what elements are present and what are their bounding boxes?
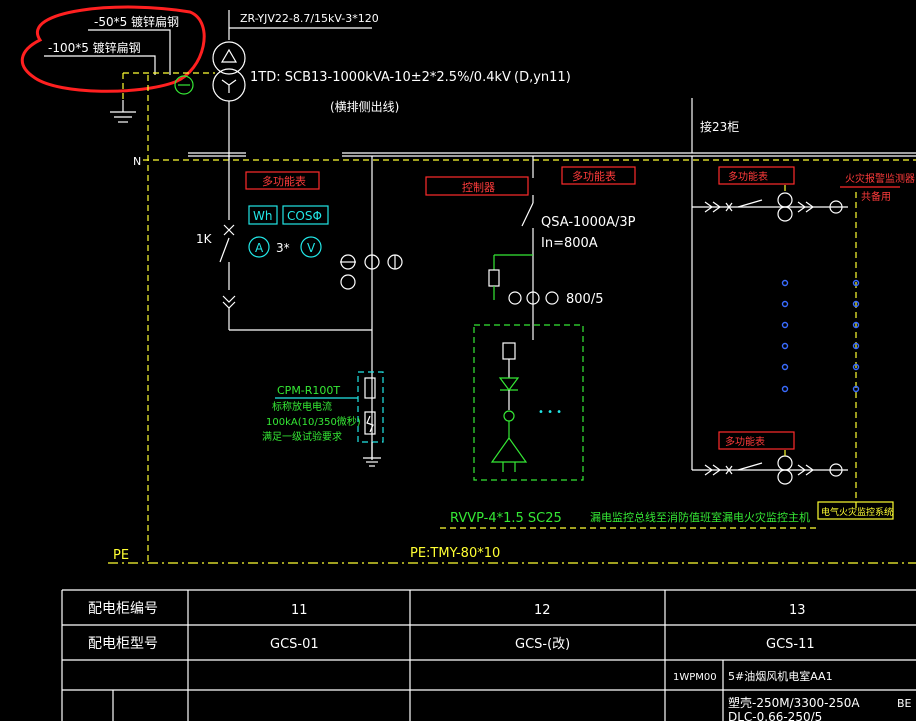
bus-note: (横排侧出线) bbox=[330, 100, 399, 114]
cabinet-table bbox=[61, 589, 916, 721]
wh-meter bbox=[248, 205, 278, 225]
spd-line2: 标称放电电流 bbox=[272, 400, 332, 413]
controller-box bbox=[425, 176, 529, 196]
ground-steel-50-leader bbox=[88, 29, 171, 75]
row1-header: 配电柜编号 bbox=[88, 601, 158, 617]
feeder-meter-top-label: 多功能表 bbox=[728, 170, 768, 183]
feeder-meter-bottom-label: 多功能表 bbox=[725, 435, 765, 448]
incoming-meter-box bbox=[245, 171, 320, 190]
ammeter-icon bbox=[248, 236, 270, 258]
ground-steel-100-leader bbox=[44, 55, 156, 75]
controller-label: 控制器 bbox=[462, 180, 495, 194]
spd-line3: 100kA(10/350微秒) bbox=[266, 415, 361, 428]
ground-steel-100-label: -100*5 镀锌扁钢 bbox=[48, 41, 141, 55]
incoming-ct-symbols bbox=[340, 254, 403, 290]
sensor-wire-label: RVVP-4*1.5 SC25 bbox=[450, 511, 562, 526]
ammeter-label: A bbox=[255, 241, 264, 255]
neutral-label: N bbox=[133, 155, 141, 168]
spd-line4: 满足一级试验要求 bbox=[262, 430, 342, 443]
hv-cable-label: ZR-YJV22-8.7/15kV-3*120 bbox=[240, 12, 379, 25]
feeder-meter-top-box bbox=[718, 166, 795, 185]
ground-steel-50-label: -50*5 镀锌扁钢 bbox=[94, 15, 179, 29]
voltmeter-icon bbox=[300, 236, 322, 258]
cabinet-model-12: GCS-(改) bbox=[515, 637, 570, 652]
cabinet23-label: 接23柜 bbox=[700, 119, 739, 134]
fire-alarm-label: 火灾报警监测器 bbox=[845, 172, 915, 185]
circuit-name: 5#油烟风机电室AA1 bbox=[728, 669, 833, 683]
capacitor-meter-label: 多功能表 bbox=[572, 169, 616, 183]
cabinet-number-13: 13 bbox=[789, 603, 806, 618]
pe-label: PE bbox=[113, 548, 129, 563]
capacitor-ellipsis: • • • bbox=[538, 407, 562, 418]
cabinet-number-12: 12 bbox=[534, 603, 551, 618]
row2-header: 配电柜型号 bbox=[88, 636, 158, 652]
spd-model: CPM-R100T bbox=[277, 384, 340, 397]
edge-label: BE bbox=[897, 697, 912, 710]
breaker-1k-label: 1K bbox=[196, 232, 213, 246]
cabinet-number-11: 11 bbox=[291, 603, 308, 618]
feeder-meter-bottom-box bbox=[718, 431, 795, 450]
vector-group: (D,yn11) bbox=[514, 70, 571, 85]
capacitor-breaker-spec: QSA-1000A/3P bbox=[541, 215, 636, 230]
monitor-label: 电气火灾监控系统 bbox=[821, 506, 893, 518]
monitor-box bbox=[817, 501, 894, 520]
sensor-wire-note: 漏电监控总线至消防值班室漏电火灾监控主机 bbox=[590, 510, 810, 524]
capacitor-meter-box bbox=[561, 166, 636, 185]
transformer-symbol bbox=[174, 10, 246, 160]
incoming-circuit bbox=[219, 156, 372, 331]
capacitor-breaker-rating: In=800A bbox=[541, 236, 598, 251]
red-annotation-circle bbox=[21, 5, 206, 93]
surge-protector bbox=[275, 371, 384, 467]
cut-spec: DLC-0.66-250/5 bbox=[728, 710, 822, 721]
incoming-meter-label: 多功能表 bbox=[262, 174, 306, 188]
cos-meter bbox=[282, 205, 329, 225]
pe-bus-spec: PE:TMY-80*10 bbox=[410, 546, 500, 561]
voltmeter-label: V bbox=[307, 241, 316, 255]
transformer-spec: 1TD: SCB13-1000kVA-10±2*2.5%/0.4kV bbox=[250, 70, 511, 85]
times3-label: 3* bbox=[276, 241, 290, 255]
feeder-circuits bbox=[691, 156, 857, 510]
circuit-id: 1WPM00 bbox=[673, 672, 717, 683]
cabinet-model-11: GCS-01 bbox=[270, 637, 319, 652]
breaker-spec: 塑壳-250M/3300-250A bbox=[728, 695, 860, 710]
capacitor-ct-ratio: 800/5 bbox=[566, 292, 603, 307]
cabinet-model-13: GCS-11 bbox=[766, 637, 815, 652]
feeder-dots bbox=[781, 279, 860, 393]
capacitor-circuit bbox=[473, 195, 584, 481]
fire-alarm-sub-label: 共备用 bbox=[861, 190, 891, 203]
ground-symbol bbox=[110, 72, 215, 123]
wh-meter-label: Wh bbox=[253, 209, 272, 223]
cos-meter-label: COSΦ bbox=[287, 209, 322, 223]
